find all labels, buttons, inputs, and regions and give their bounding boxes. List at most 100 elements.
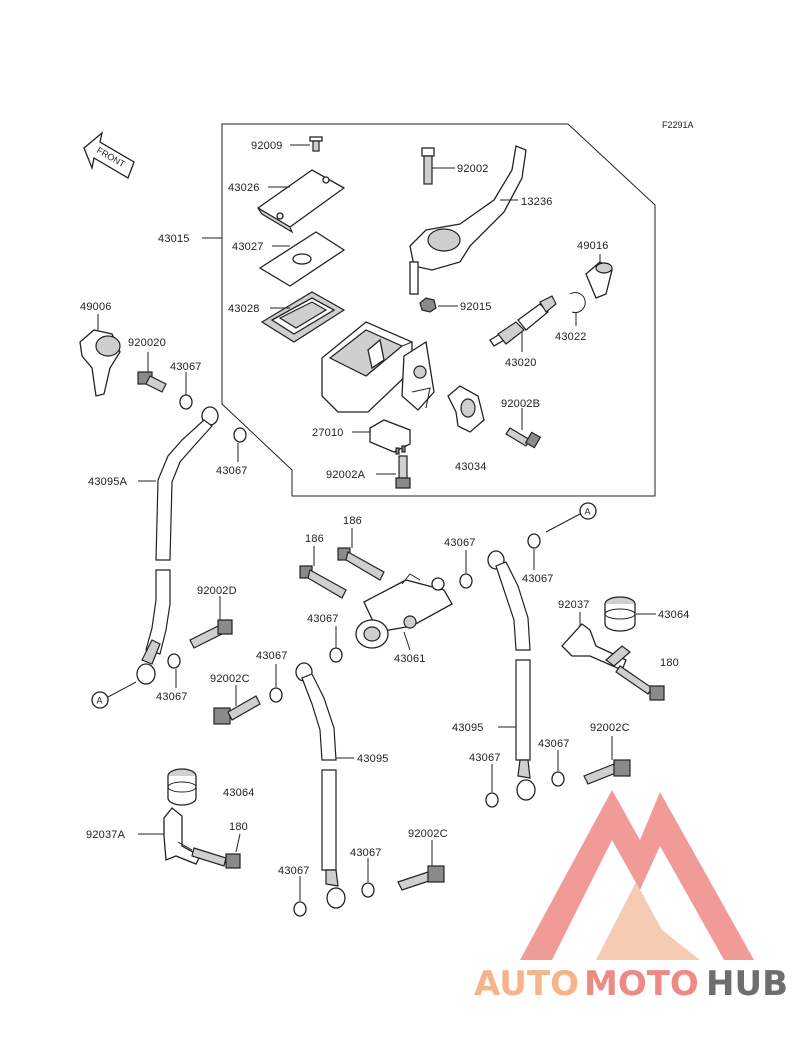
label-92015: 92015 xyxy=(460,301,492,313)
washer-43067-g xyxy=(269,687,283,703)
label-43022: 43022 xyxy=(555,331,587,343)
connection-marker-a-right: A xyxy=(545,502,597,533)
brake-hose-43095-right xyxy=(487,550,536,801)
grommet-43064-right xyxy=(604,596,636,632)
label-186-b: 186 xyxy=(305,533,324,545)
bracket-92037A xyxy=(163,807,201,865)
banjo-bolt-92002C-b xyxy=(583,759,631,785)
label-180-a: 180 xyxy=(660,657,679,669)
label-43028: 43028 xyxy=(228,303,260,315)
label-43067-b: 43067 xyxy=(216,465,248,477)
grommet-43064-left xyxy=(167,768,197,806)
pivot-bolt-92002 xyxy=(421,147,435,185)
label-180-b: 180 xyxy=(229,821,248,833)
washer-43067-j xyxy=(293,901,307,917)
label-43067-g: 43067 xyxy=(256,650,288,662)
front-direction-arrow: FRONT xyxy=(83,131,135,179)
master-cylinder-assembly-outline xyxy=(221,123,656,497)
label-92009: 92009 xyxy=(251,140,283,152)
label-43067-j: 43067 xyxy=(278,865,310,877)
piston-kit-43020 xyxy=(489,295,557,347)
automotohub-logo-text: AUTO MOTO HUB xyxy=(474,964,788,1004)
svg-text:A: A xyxy=(97,696,103,706)
washer-43067-e xyxy=(459,573,473,589)
label-43067-h: 43067 xyxy=(538,738,570,750)
label-92037: 92037 xyxy=(558,599,590,611)
brake-hose-43095-center xyxy=(295,662,346,909)
banjo-bolt-92002C-c xyxy=(397,865,445,891)
washer-43067-c xyxy=(167,653,181,669)
washer-43067-k xyxy=(361,882,375,898)
washer-43067-h xyxy=(551,771,565,787)
label-49016: 49016 xyxy=(577,240,609,252)
connection-marker-a-left: A xyxy=(91,681,137,709)
svg-text:A: A xyxy=(585,507,591,517)
diaphragm-43028 xyxy=(260,291,346,343)
nut-92015 xyxy=(419,297,437,313)
label-43064-a: 43064 xyxy=(658,609,690,621)
label-43015: 43015 xyxy=(158,233,190,245)
label-43061: 43061 xyxy=(394,653,426,665)
label-92002C-b: 92002C xyxy=(590,722,630,734)
banjo-bolt-92002C-a xyxy=(213,695,261,725)
label-43067-f: 43067 xyxy=(522,573,554,585)
label-43067-d: 43067 xyxy=(307,613,339,625)
switch-screw-92002A xyxy=(395,455,411,489)
label-186-a: 186 xyxy=(343,515,362,527)
circlip-43022 xyxy=(569,292,586,314)
label-92002C-a: 92002C xyxy=(210,673,250,685)
banjo-cap-49006 xyxy=(79,329,121,397)
label-27010: 27010 xyxy=(312,427,344,439)
washer-43067-i xyxy=(485,792,499,808)
automotohub-logo-mark xyxy=(520,790,754,960)
label-92002C-c: 92002C xyxy=(408,828,448,840)
dust-boot-49016 xyxy=(585,261,613,299)
brake-switch-27010 xyxy=(369,419,411,455)
bracket-92037 xyxy=(561,623,631,671)
bolt-180-left xyxy=(191,847,241,869)
brake-hose-43095A xyxy=(136,406,219,685)
diaphragm-plate-43027 xyxy=(258,231,346,287)
label-43064-b: 43064 xyxy=(223,787,255,799)
label-43026: 43026 xyxy=(228,182,260,194)
label-43095-a: 43095 xyxy=(357,753,389,765)
label-43034: 43034 xyxy=(455,461,487,473)
label-43095A: 43095A xyxy=(88,476,128,488)
label-13236: 13236 xyxy=(521,196,553,208)
banjo-bolt-920020 xyxy=(137,371,167,393)
label-92037A: 92037A xyxy=(86,829,126,841)
washer-43067-b xyxy=(233,427,247,443)
brake-lever-13236 xyxy=(409,145,527,295)
handlebar-clamp-43034 xyxy=(447,385,485,433)
svg-text:HUB: HUB xyxy=(706,964,788,1004)
label-43067-k: 43067 xyxy=(350,847,382,859)
label-43067-a: 43067 xyxy=(170,361,202,373)
banjo-bolt-92002D xyxy=(189,619,233,649)
label-43020: 43020 xyxy=(505,357,537,369)
label-43067-e: 43067 xyxy=(444,537,476,549)
label-920020: 920020 xyxy=(128,337,166,349)
svg-text:AUTO: AUTO xyxy=(474,964,579,1004)
label-92002A: 92002A xyxy=(326,469,366,481)
washer-43067-d xyxy=(329,647,343,663)
label-92002D: 92002D xyxy=(197,585,237,597)
label-92002B: 92002B xyxy=(501,398,540,410)
label-43067-c: 43067 xyxy=(156,691,188,703)
diagram-code: F2291A xyxy=(662,120,694,130)
label-43067-i: 43067 xyxy=(469,752,501,764)
bolt-186-upper xyxy=(337,547,385,581)
bolt-186-lower xyxy=(299,565,347,599)
washer-43067-f xyxy=(527,533,541,549)
master-cylinder-body xyxy=(321,321,435,413)
clamp-bolt-92002B xyxy=(505,427,542,449)
washer-43067-a xyxy=(179,394,193,410)
bolt-180-right xyxy=(615,665,665,701)
screw-92009 xyxy=(309,136,323,152)
svg-text:MOTO: MOTO xyxy=(584,964,699,1004)
label-49006: 49006 xyxy=(80,301,112,313)
reservoir-cap-43026 xyxy=(256,169,346,234)
label-43095-b: 43095 xyxy=(452,722,484,734)
brake-hose-joint-43061 xyxy=(355,573,453,649)
